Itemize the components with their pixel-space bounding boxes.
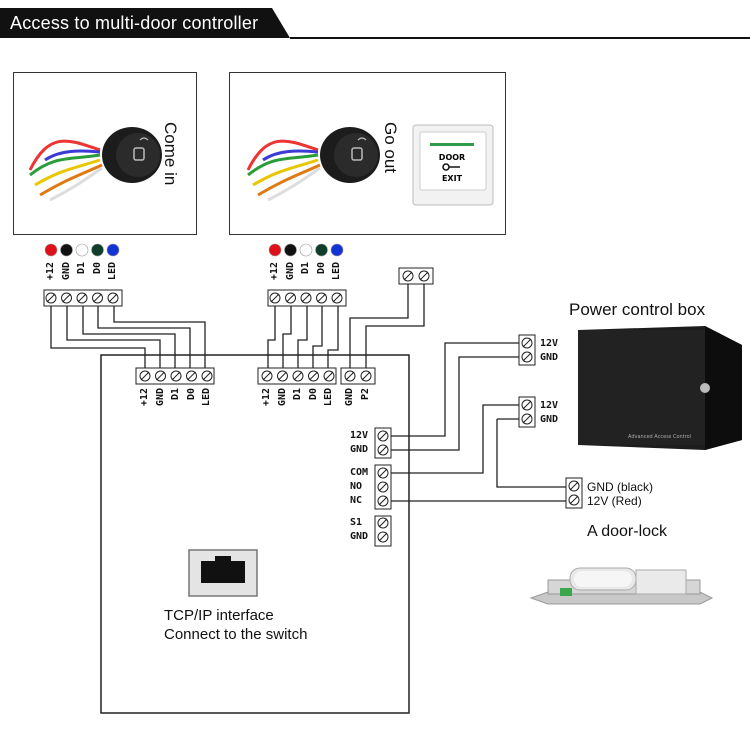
exit-button-wires	[349, 284, 425, 368]
pin-label: GND	[344, 388, 355, 407]
pin-label: D0	[315, 262, 327, 275]
ctrl-sensor-gnd-label: GND	[350, 531, 369, 542]
controller-reader2-terminal	[257, 367, 337, 385]
rj45-port-icon	[188, 549, 258, 597]
pin-label: LED	[323, 388, 334, 407]
reader-out-terminal	[267, 289, 347, 307]
door-lock-device	[529, 567, 714, 605]
section-header: Access to multi-door controller	[0, 8, 290, 38]
reader-out-device	[246, 127, 380, 202]
wire-color-dot	[75, 243, 89, 257]
pin-label: LED	[331, 262, 342, 281]
door-lock-12v-label: 12V (Red)	[587, 494, 642, 508]
controller-button-terminal	[340, 367, 376, 385]
pin-label: +12	[261, 388, 272, 407]
power-out2-terminal	[518, 396, 536, 428]
door-lock-title: A door-lock	[587, 523, 668, 540]
ctrl-s1-label: S1	[350, 517, 363, 528]
power-out2-12v: 12V	[540, 400, 559, 411]
wire-color-dot	[299, 243, 313, 257]
door-lock-terminal	[565, 477, 583, 509]
ctrl-no-label: NO	[350, 481, 363, 492]
pin-label: GND	[276, 388, 288, 407]
reader-out-wires	[267, 306, 339, 368]
reader-in-label: Come in	[161, 122, 180, 186]
wire-color-dot	[60, 243, 73, 257]
reader-out-color-dots	[268, 243, 344, 257]
pin-label: D1	[292, 388, 303, 401]
pin-label: GND	[60, 262, 72, 281]
ctrl-12v-label: 12V	[350, 430, 369, 441]
power-out2-gnd: GND	[540, 414, 559, 425]
header-rule	[290, 37, 750, 39]
ctrl-nc-label: NC	[350, 495, 363, 506]
power-box-title: Power control box	[569, 300, 706, 319]
wire-color-dot	[91, 243, 104, 257]
pin-label: D1	[76, 262, 87, 275]
power-out1-12v: 12V	[540, 338, 559, 349]
exit-button-text-exit: EXIT	[442, 174, 463, 183]
pin-label: D0	[91, 262, 103, 275]
pin-label: LED	[107, 262, 118, 281]
ctrl-com-label: COM	[350, 467, 369, 478]
wire-color-dot	[44, 243, 58, 257]
reader-in-wires	[50, 306, 206, 368]
section-title: Access to multi-door controller	[10, 13, 259, 33]
reader-out-label: Go out	[381, 122, 400, 174]
exit-button-text-door: DOOR	[439, 153, 465, 162]
controller-relay-terminal	[374, 464, 392, 510]
tcp-switch-label: Connect to the switch	[164, 626, 308, 643]
wire-color-dot	[315, 243, 328, 257]
door-lock-gnd-label: GND (black)	[587, 480, 654, 494]
power-box-panel-text: Advanced Access Control	[628, 434, 691, 440]
pin-label: LED	[201, 388, 212, 407]
exit-button-device: DOOR EXIT	[412, 124, 494, 206]
tcp-interface-label: TCP/IP interface	[164, 607, 274, 624]
reader-in-color-dots	[44, 243, 120, 257]
controller-power-terminal	[374, 427, 392, 459]
pin-label: D1	[300, 262, 311, 275]
wire-color-dot	[268, 243, 282, 257]
ctrl-gnd-label: GND	[350, 444, 369, 455]
power-out1-terminal	[518, 334, 536, 366]
reader-in-device	[28, 127, 162, 202]
pin-label: +12	[45, 262, 56, 281]
pin-label: D1	[170, 388, 181, 401]
controller-box	[100, 354, 410, 714]
wire-color-dot	[330, 243, 344, 257]
reader-in-terminal	[43, 289, 123, 307]
pin-label: +12	[269, 262, 280, 281]
wire-color-dot	[284, 243, 297, 257]
pin-label: D0	[185, 388, 197, 401]
pin-label: GND	[284, 262, 296, 281]
controller-reader1-terminal	[135, 367, 215, 385]
power-out1-gnd: GND	[540, 352, 559, 363]
pin-label: +12	[139, 388, 150, 407]
power-control-box: Advanced Access Control	[578, 326, 742, 450]
pin-label: GND	[154, 388, 166, 407]
pin-label: D0	[307, 388, 319, 401]
power-wires	[391, 342, 566, 502]
wire-color-dot	[106, 243, 120, 257]
exit-button-terminal	[398, 267, 434, 285]
controller-sensor-terminal	[374, 515, 392, 547]
pin-label: P2	[360, 388, 371, 401]
